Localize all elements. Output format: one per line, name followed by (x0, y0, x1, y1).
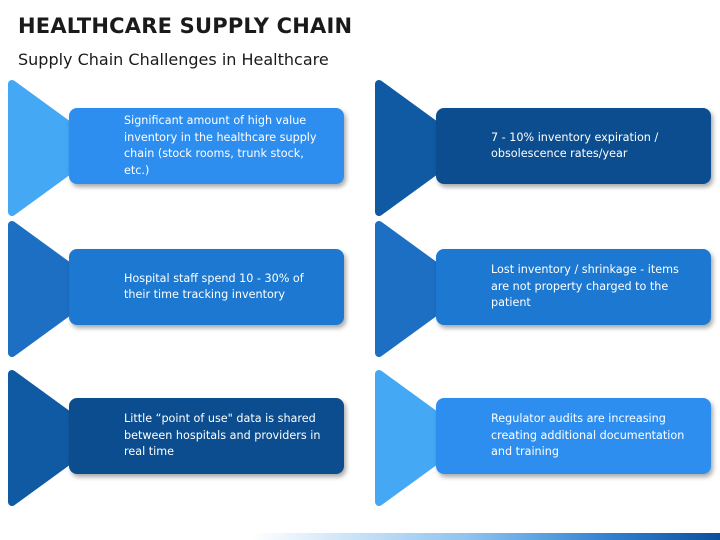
arrow-icon (375, 221, 471, 357)
bottom-gradient-bar (0, 533, 720, 540)
page-title: HEALTHCARE SUPPLY CHAIN (18, 14, 353, 38)
challenge-card-3: Hospital staff spend 10 - 30% of their t… (6, 221, 346, 357)
challenge-box: Hospital staff spend 10 - 30% of their t… (69, 249, 344, 325)
challenge-card-5: Little “point of use" data is shared bet… (6, 370, 346, 506)
challenge-card-2: 7 - 10% inventory expiration / obsolesce… (373, 80, 713, 216)
challenge-box: Regulator audits are increasing creating… (436, 398, 711, 474)
challenge-card-1: Significant amount of high value invento… (6, 80, 346, 216)
challenge-text: Hospital staff spend 10 - 30% of their t… (124, 271, 304, 302)
arrow-icon (8, 370, 104, 506)
challenge-box: Lost inventory / shrinkage - items are n… (436, 249, 711, 325)
challenge-text: Significant amount of high value invento… (124, 114, 317, 177)
page-subtitle: Supply Chain Challenges in Healthcare (18, 50, 329, 69)
challenge-text: 7 - 10% inventory expiration / obsolesce… (491, 130, 659, 161)
challenge-text: Lost inventory / shrinkage - items are n… (491, 263, 679, 310)
arrow-icon (375, 80, 471, 216)
challenge-card-6: Regulator audits are increasing creating… (373, 370, 713, 506)
challenge-text: Regulator audits are increasing creating… (491, 412, 685, 459)
arrow-icon (375, 370, 471, 506)
challenge-text: Little “point of use" data is shared bet… (124, 412, 321, 459)
challenge-card-4: Lost inventory / shrinkage - items are n… (373, 221, 713, 357)
arrow-icon (8, 80, 104, 216)
challenge-box: 7 - 10% inventory expiration / obsolesce… (436, 108, 711, 184)
challenge-box: Little “point of use" data is shared bet… (69, 398, 344, 474)
challenge-box: Significant amount of high value invento… (69, 108, 344, 184)
arrow-icon (8, 221, 104, 357)
